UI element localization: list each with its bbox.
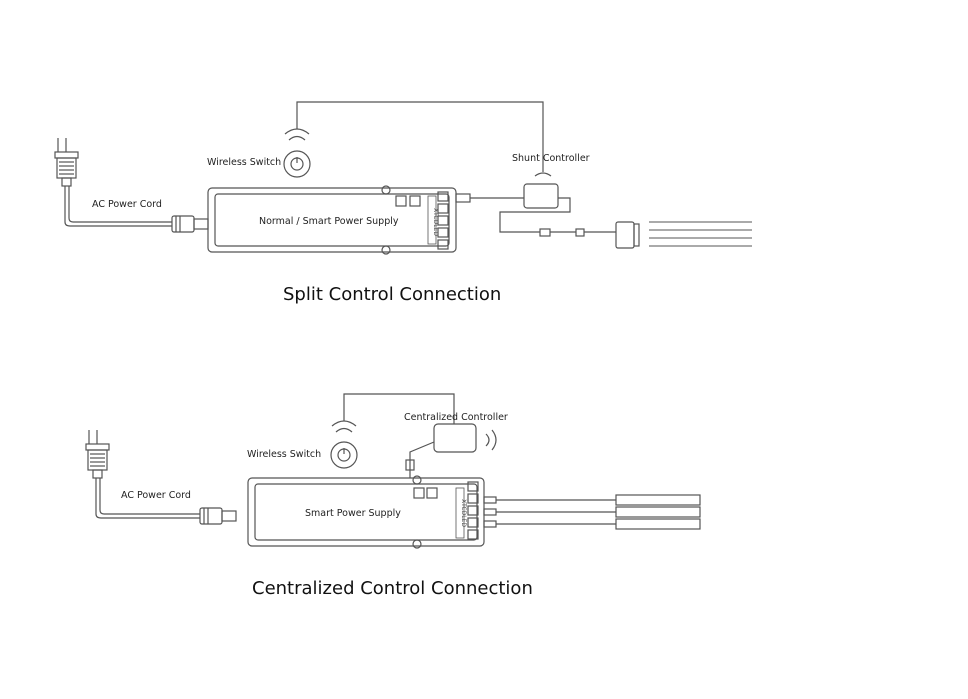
diagram-title: Split Control Connection bbox=[283, 284, 502, 305]
shunt-controller-label: Shunt Controller bbox=[512, 153, 590, 164]
led-strips-small bbox=[649, 221, 752, 247]
ac-connector-icon bbox=[171, 215, 209, 233]
power-supply-label: Smart Power Supply bbox=[305, 508, 401, 519]
svg-text:XTCDLED: XTCDLED bbox=[432, 208, 439, 236]
svg-text:XTCDLED: XTCDLED bbox=[460, 499, 467, 527]
led-strips-large bbox=[483, 494, 701, 530]
switch-to-controller-line bbox=[296, 101, 544, 172]
ac-plug-icon bbox=[85, 430, 110, 479]
power-supply-box: XTCDLED bbox=[207, 185, 457, 255]
ac-power-cord-line bbox=[64, 186, 172, 227]
ac-connector-icon bbox=[199, 507, 237, 525]
ac-plug-icon bbox=[54, 138, 79, 187]
wireless-switch-label: Wireless Switch bbox=[207, 157, 282, 168]
output-cable bbox=[455, 193, 524, 203]
centralized-controller-label: Centralized Controller bbox=[404, 412, 508, 423]
wireless-switch-label: Wireless Switch bbox=[247, 449, 322, 460]
power-supply-label: Normal / Smart Power Supply bbox=[259, 216, 399, 227]
splitter-hub-icon bbox=[615, 221, 640, 249]
switch-to-controller-line bbox=[343, 393, 455, 424]
wireless-switch-icon bbox=[283, 128, 311, 178]
ac-power-cord-label: AC Power Cord bbox=[121, 490, 191, 501]
diagram-title: Centralized Control Connection bbox=[252, 578, 533, 599]
centralized-controller-icon bbox=[405, 423, 497, 478]
ac-power-cord-label: AC Power Cord bbox=[92, 199, 162, 210]
power-supply-box: XTCDLED bbox=[247, 475, 485, 549]
wireless-switch-icon bbox=[330, 420, 358, 469]
shunt-controller-icon bbox=[499, 172, 616, 237]
ac-power-cord-line bbox=[95, 478, 200, 519]
split-control-diagram: XTCDLED bbox=[54, 101, 752, 255]
centralized-control-diagram: XTCDLED bbox=[85, 393, 701, 549]
